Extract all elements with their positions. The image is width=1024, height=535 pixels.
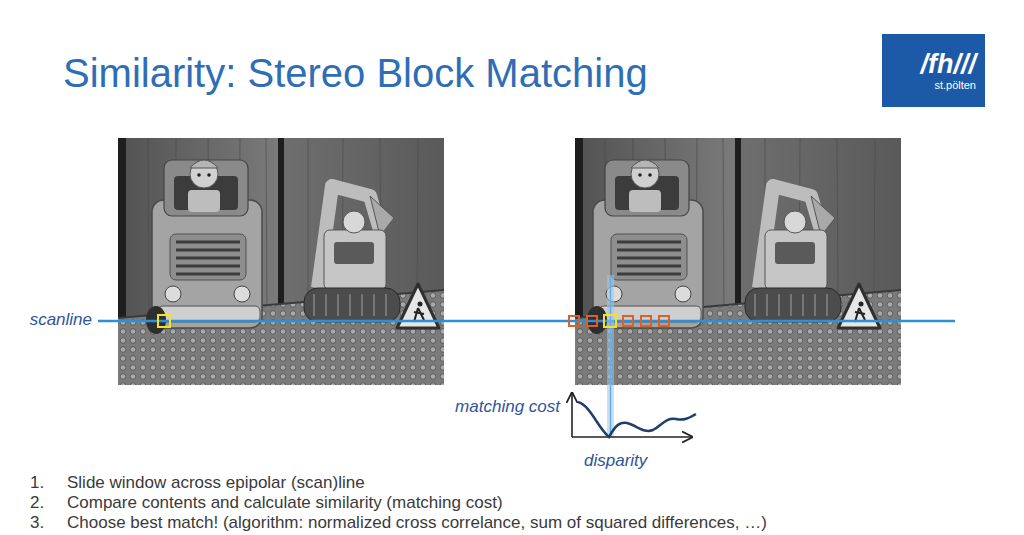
disparity-axis <box>572 436 692 438</box>
best-match-window <box>604 315 616 327</box>
logo-box: /fh///st.pölten <box>882 34 985 107</box>
list-item: Compare contents and calculate similarit… <box>67 493 503 513</box>
slide-title: Similarity: Stereo Block Matching <box>63 50 648 96</box>
reference-window <box>158 315 170 327</box>
illustration-part <box>587 160 880 334</box>
illustration-part <box>118 138 444 385</box>
illustration-part <box>146 160 439 334</box>
illustration-part <box>575 138 901 385</box>
illustration-part <box>641 316 651 326</box>
illustration-part <box>623 316 633 326</box>
list-item: Choose best match! (algorithm: normalize… <box>67 513 767 533</box>
right-stereo-photo <box>575 138 901 385</box>
logo-mark: /fh/// <box>921 50 977 80</box>
left-stereo-photo <box>118 138 444 385</box>
cost-axis <box>571 393 573 437</box>
list-item: Slide window across epipolar (scan)line <box>67 473 365 493</box>
list-number: 1. <box>30 473 44 493</box>
illustration-part <box>569 316 579 326</box>
illustration-part <box>587 316 597 326</box>
cost-curve <box>578 402 696 437</box>
axis-label: matching cost <box>455 397 560 417</box>
scanline <box>98 320 955 323</box>
list-number: 2. <box>30 493 44 513</box>
best-match-band <box>607 275 614 437</box>
best-match-line <box>610 275 612 437</box>
illustration-part <box>659 316 669 326</box>
list-number: 3. <box>30 513 44 533</box>
axis-label: disparity <box>584 451 647 471</box>
scanline-label: scanline <box>30 310 92 330</box>
search-windows <box>569 316 669 326</box>
logo-text: st.pölten <box>934 79 976 91</box>
